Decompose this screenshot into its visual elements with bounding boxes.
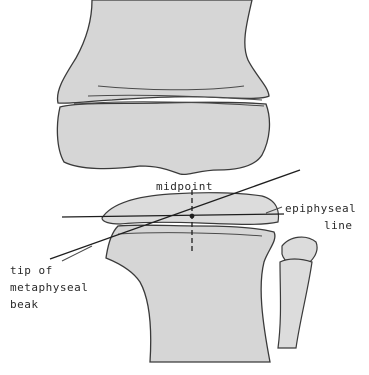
epiphyseal-line-label-1: epiphyseal xyxy=(285,202,356,215)
tibia-shaft xyxy=(106,225,275,362)
femoral-epiphysis xyxy=(57,102,269,174)
fibula-shaft xyxy=(278,259,312,348)
epiphyseal-line-label-2: line xyxy=(324,219,353,232)
midpoint-marker xyxy=(190,214,195,219)
metaphyseal-beak-label-3: beak xyxy=(10,298,39,311)
femur-shaft xyxy=(57,0,269,103)
metaphyseal-beak-label-1: tip of xyxy=(10,264,53,277)
metaphyseal-beak-label-2: metaphyseal xyxy=(10,281,88,294)
midpoint-label: midpoint xyxy=(156,180,213,193)
